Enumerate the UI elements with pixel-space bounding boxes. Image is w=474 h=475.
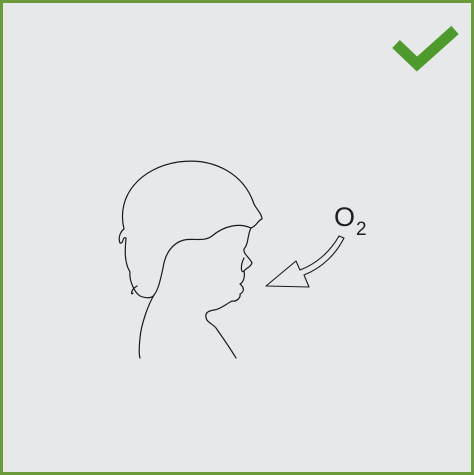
oxygen-element: O	[334, 202, 355, 232]
checkmark-icon	[396, 30, 455, 64]
curved-arrow-icon	[266, 236, 344, 287]
child-head-profile-icon	[119, 161, 262, 358]
oxygen-subscript: 2	[356, 219, 367, 240]
oxygen-label: O2	[334, 204, 367, 231]
